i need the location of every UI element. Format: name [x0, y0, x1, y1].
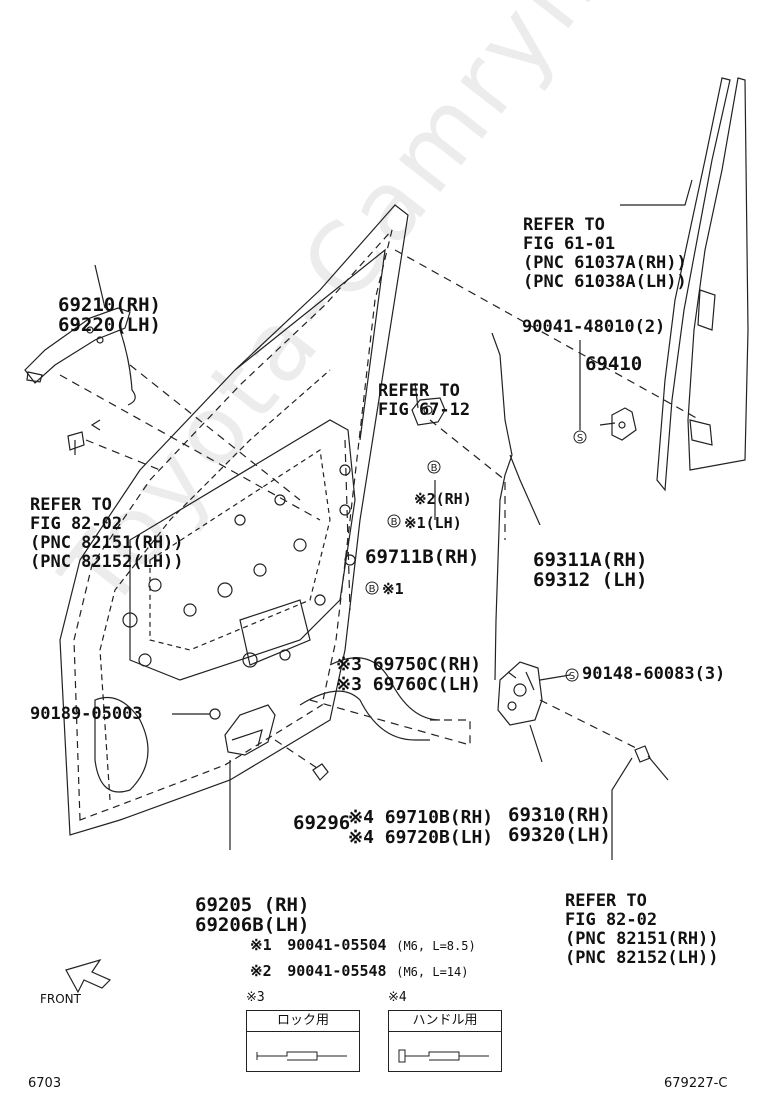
cable-lock	[329, 657, 441, 721]
body-pillar	[656, 77, 749, 492]
label-69296: 69296	[293, 812, 351, 834]
inner-handle	[224, 704, 276, 756]
label-lock-assy: 69310(RH)69320(LH)	[508, 804, 611, 846]
marker-s-2: S	[565, 668, 579, 682]
screw-69296	[312, 763, 329, 781]
label-bolt-lh: ※1(LH)	[404, 514, 462, 532]
bracket-67-12	[411, 397, 446, 426]
marker-b-2: B	[387, 514, 401, 528]
striker-69410	[611, 407, 637, 441]
label-69711b: 69711B(RH)	[365, 546, 480, 568]
label-bolt-rh: ※2(RH)	[414, 490, 472, 508]
legend-3-box: ロック用	[246, 1010, 360, 1072]
note-1: ※1 90041-05504 (M6, L=8.5)	[250, 936, 476, 954]
legend-4-title: ハンドル用	[389, 1011, 501, 1032]
lock-assembly	[497, 661, 543, 726]
front-label: FRONT	[40, 992, 81, 1006]
svg-text:B: B	[391, 517, 398, 528]
svg-text:B: B	[431, 463, 438, 474]
figure-code: 679227-C	[664, 1076, 728, 1091]
clip-90189	[209, 708, 221, 720]
page-code: 6703	[28, 1076, 62, 1091]
handle-cable-end-icon	[398, 1049, 489, 1063]
label-handle-cable: ※4 69710B(RH)※4 69720B(LH)	[348, 807, 494, 848]
harness-connector-left	[67, 431, 85, 451]
marker-s-1: S	[573, 430, 587, 444]
label-90041-48010: 90041-48010(2)	[522, 317, 666, 337]
label-outer-handle: 69210(RH)69220(LH)	[58, 294, 161, 336]
svg-text:B: B	[369, 584, 376, 595]
label-90189-05003: 90189-05003	[30, 704, 143, 724]
label-b-x1: ※1	[382, 580, 404, 598]
legend-3-title: ロック用	[247, 1011, 359, 1032]
harness-connector-right	[634, 745, 669, 781]
door-frame	[59, 204, 409, 836]
note-2: ※2 90041-05548 (M6, L=14)	[250, 962, 469, 980]
guide-lines	[59, 249, 701, 771]
marker-b-1: B	[427, 460, 441, 474]
legend-4-mark: ※4	[388, 990, 407, 1005]
rod-69311	[491, 332, 513, 681]
svg-text:S: S	[577, 433, 583, 444]
outer-handle	[24, 307, 136, 431]
label-69410: 69410	[585, 353, 643, 375]
legend-4-box: ハンドル用	[388, 1010, 502, 1072]
label-lock-cable: ※3 69750C(RH)※3 69760C(LH)	[336, 654, 482, 695]
label-rod-69311: 69311A(RH)69312 (LH)	[533, 549, 648, 591]
label-inner-handle: 69205 (RH)69206B(LH)	[195, 894, 310, 936]
lock-cable-end-icon	[256, 1051, 347, 1061]
legend-3-mark: ※3	[246, 990, 265, 1005]
svg-text:S: S	[569, 671, 575, 682]
front-arrow-icon	[65, 958, 112, 994]
cable-handle	[299, 690, 430, 741]
marker-b-3: B	[365, 581, 379, 595]
label-90148-60083: 90148-60083(3)	[582, 664, 726, 684]
leader-lines	[74, 179, 693, 860]
